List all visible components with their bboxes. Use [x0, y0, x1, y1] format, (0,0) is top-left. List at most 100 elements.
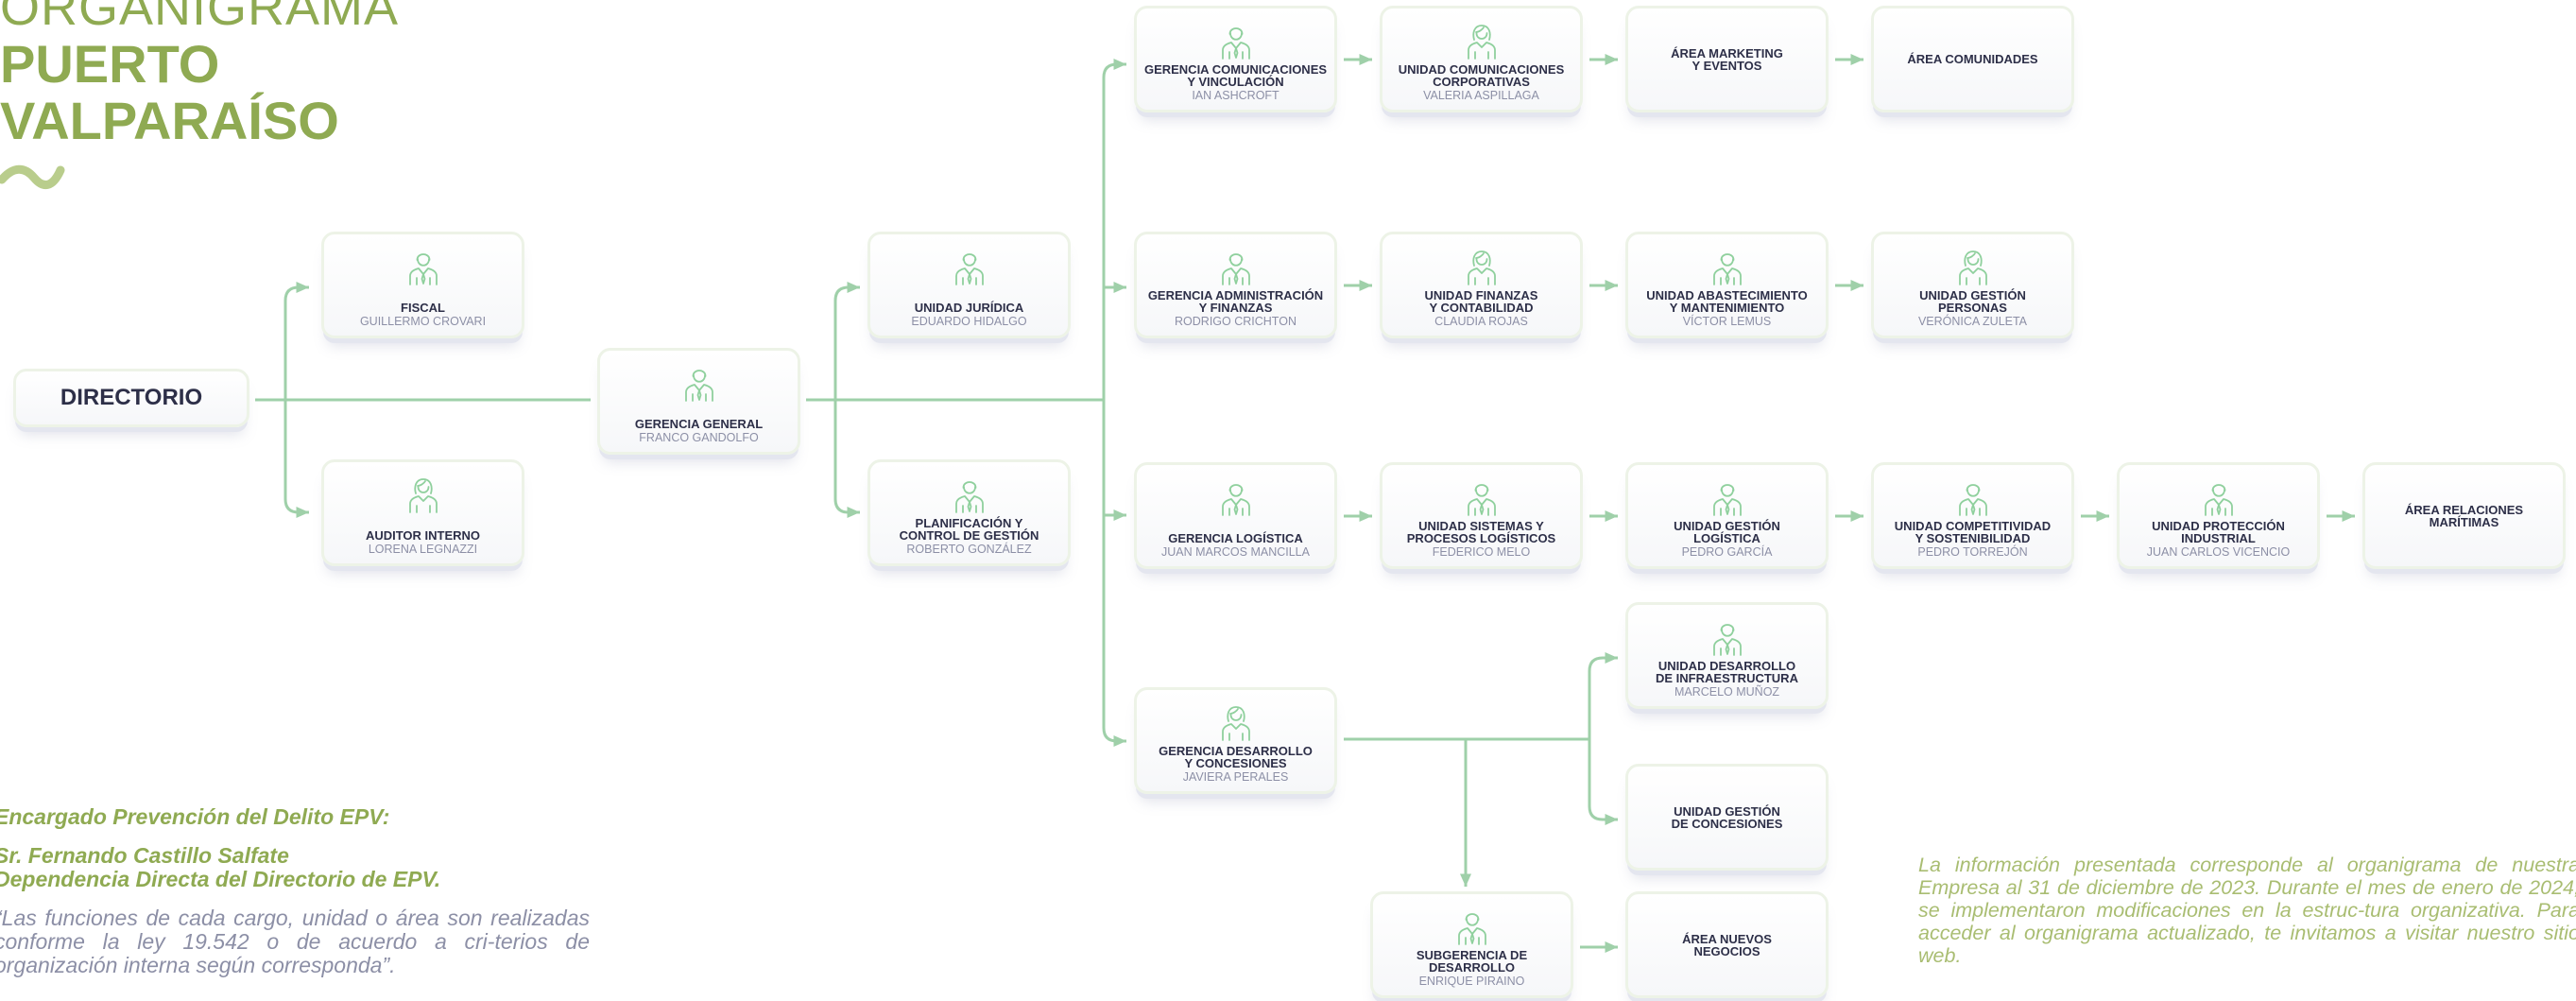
node-name: GERENCIA ADMINISTRACIÓN Y FINANZAS	[1147, 288, 1324, 315]
node-person: ROBERTO GONZÁLEZ	[906, 543, 1032, 556]
node-name: UNIDAD COMUNICACIONES CORPORATIVAS	[1398, 62, 1565, 89]
person-tie-icon	[1220, 478, 1252, 516]
person-tie-icon	[1957, 478, 1989, 516]
node-name: AUDITOR INTERNO	[365, 528, 481, 543]
node-name: GERENCIA DESARROLLO Y CONCESIONES	[1159, 744, 1313, 770]
node-name: GERENCIA GENERAL	[634, 417, 764, 431]
node-person: JAVIERA PERALES	[1182, 770, 1289, 784]
person-tie-icon	[1220, 248, 1252, 285]
node-name: UNIDAD GESTIÓN PERSONAS	[1919, 288, 2026, 315]
node-name: UNIDAD DESARROLLO DE INFRAESTRUCTURA	[1656, 659, 1798, 685]
node-directorio[interactable]: DIRECTORIO	[13, 369, 249, 427]
node-name: UNIDAD JURÍDICA	[914, 301, 1024, 315]
person-tie-icon	[1220, 22, 1252, 60]
person-tie-icon	[1711, 478, 1743, 516]
node-area-marketing[interactable]: ÁREA MARKETING Y EVENTOS	[1625, 6, 1829, 112]
person-woman-icon	[1466, 248, 1498, 285]
node-name: ÁREA RELACIONES MARÍTIMAS	[2404, 502, 2524, 529]
person-tie-icon	[2203, 478, 2235, 516]
node-area-nuevos-negocios[interactable]: ÁREA NUEVOS NEGOCIOS	[1625, 891, 1829, 998]
node-name: PLANIFICACIÓN Y CONTROL DE GESTIÓN	[899, 516, 1039, 543]
person-woman-icon	[1220, 703, 1252, 741]
title-line-3: VALPARAÍSO	[0, 91, 339, 150]
person-tie-icon	[407, 248, 439, 285]
person-tie-icon	[1711, 248, 1743, 285]
wave-decoration	[0, 164, 65, 189]
node-person: EDUARDO HIDALGO	[911, 315, 1027, 328]
node-name: DIRECTORIO	[60, 385, 203, 410]
person-woman-icon	[1957, 248, 1989, 285]
node-area-relaciones-maritimas[interactable]: ÁREA RELACIONES MARÍTIMAS	[2362, 462, 2566, 569]
node-person: JUAN MARCOS MANCILLA	[1161, 545, 1310, 559]
note-epv-dependency: Dependencia Directa del Directorio de EP…	[0, 867, 441, 891]
node-person: VALERIA ASPILLAGA	[1423, 89, 1539, 102]
node-name: SUBGERENCIA DE DESARROLLO	[1416, 948, 1528, 975]
title-line-2: PUERTO	[0, 34, 220, 94]
person-tie-icon	[683, 364, 715, 402]
node-name: UNIDAD ABASTECIMIENTO Y MANTENIMIENTO	[1646, 288, 1808, 315]
node-person: CLAUDIA ROJAS	[1434, 315, 1528, 328]
note-functions-quote: “Las funciones de cada cargo, unidad o á…	[0, 906, 590, 977]
node-name: UNIDAD GESTIÓN LOGÍSTICA	[1674, 519, 1780, 545]
title-line-1: ORGANIGRAMA	[0, 0, 400, 36]
note-left: Encargado Prevención del Delito EPV: Sr.…	[0, 805, 590, 977]
note-epv-label: Encargado Prevención del Delito EPV:	[0, 804, 390, 829]
node-person: LORENA LEGNAZZI	[368, 543, 478, 556]
person-tie-icon	[1711, 618, 1743, 656]
node-name: UNIDAD SISTEMAS Y PROCESOS LOGÍSTICOS	[1406, 519, 1556, 545]
node-name: ÁREA NUEVOS NEGOCIOS	[1682, 931, 1772, 958]
person-tie-icon	[1466, 478, 1498, 516]
node-person: GUILLERMO CROVARI	[359, 315, 487, 328]
person-tie-icon	[1456, 907, 1488, 945]
chart-title: ORGANIGRAMA PUERTO VALPARAÍSO	[0, 0, 399, 149]
node-person: RODRIGO CRICHTON	[1175, 315, 1297, 328]
person-tie-icon	[953, 248, 986, 285]
node-name: UNIDAD GESTIÓN DE CONCESIONES	[1671, 803, 1783, 831]
node-person: MARCELO MUÑOZ	[1674, 685, 1780, 699]
person-tie-icon	[953, 475, 986, 513]
node-person: FRANCO GANDOLFO	[639, 431, 759, 444]
node-person: VÍCTOR LEMUS	[1682, 315, 1772, 328]
node-person: IAN ASHCROFT	[1192, 89, 1279, 102]
person-woman-icon	[407, 475, 439, 513]
node-person: VERÓNICA ZULETA	[1917, 315, 2028, 328]
node-person: JUAN CARLOS VICENCIO	[2146, 545, 2291, 559]
node-name: UNIDAD FINANZAS Y CONTABILIDAD	[1424, 288, 1538, 315]
node-person: PEDRO GARCÍA	[1681, 545, 1773, 559]
node-name: UNIDAD PROTECCIÓN INDUSTRIAL	[2152, 519, 2285, 545]
node-person: PEDRO TORREJÓN	[1917, 545, 2028, 559]
node-name: ÁREA MARKETING Y EVENTOS	[1671, 45, 1783, 73]
node-name: UNIDAD COMPETITIVIDAD Y SOSTENIBILIDAD	[1894, 519, 2052, 545]
node-name: ÁREA COMUNIDADES	[1907, 52, 2038, 66]
note-right: La información presentada corresponde al…	[1918, 854, 2576, 967]
node-name: GERENCIA LOGÍSTICA	[1168, 531, 1303, 545]
note-epv-person: Sr. Fernando Castillo Salfate	[0, 843, 289, 868]
person-woman-icon	[1466, 22, 1498, 60]
node-name: FISCAL	[401, 301, 445, 315]
node-area-comunidades[interactable]: ÁREA COMUNIDADES	[1871, 6, 2074, 112]
node-unidad-gestion-concesiones[interactable]: UNIDAD GESTIÓN DE CONCESIONES	[1625, 764, 1829, 871]
node-name: GERENCIA COMUNICACIONES Y VINCULACIÓN	[1143, 62, 1328, 89]
node-person: ENRIQUE PIRAINO	[1418, 975, 1525, 988]
node-person: FEDERICO MELO	[1432, 545, 1531, 559]
